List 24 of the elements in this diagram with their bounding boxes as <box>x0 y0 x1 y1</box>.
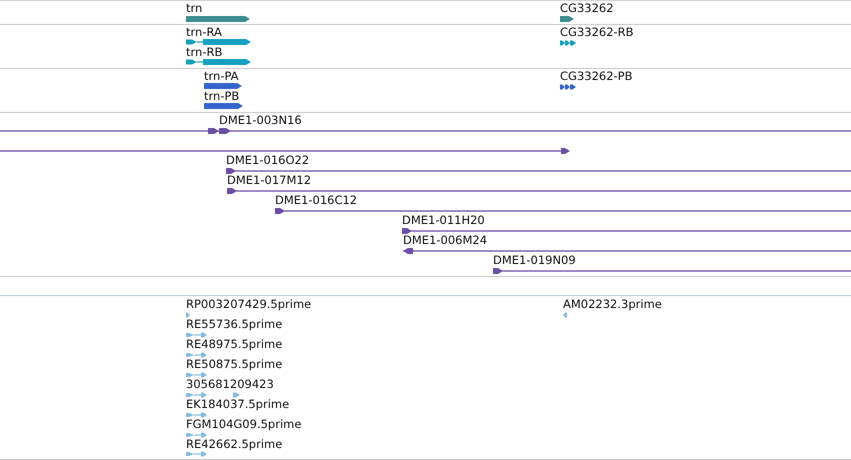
feature-label: DME1-019N09 <box>493 254 576 267</box>
feature-label: EK184037.5prime <box>186 398 290 411</box>
feature-label: DME1-006M24 <box>403 234 488 247</box>
feature-label: 305681209423 <box>186 378 274 391</box>
feature-label: CG33262 <box>560 2 614 15</box>
feature-label: FGM104G09.5prime <box>186 418 302 431</box>
feature-label: trn <box>186 2 202 15</box>
feature-label: CG33262-RB <box>560 26 634 39</box>
feature-label: trn-RA <box>186 26 222 39</box>
feature-label: AM02232.3prime <box>563 298 662 311</box>
feature-label: RP003207429.5prime <box>186 298 312 311</box>
feature-label: RE50875.5prime <box>186 358 282 371</box>
feature-label: DME1-016C12 <box>275 194 358 207</box>
feature-label: trn-RB <box>186 46 222 59</box>
feature-label: DME1-017M12 <box>227 174 312 187</box>
feature-label: RE42662.5prime <box>186 438 282 451</box>
feature-label: DME1-016O22 <box>226 154 310 167</box>
feature-label: DME1-003N16 <box>219 114 302 127</box>
feature-label: DME1-011H20 <box>402 214 485 227</box>
feature-label: CG33262-PB <box>560 70 632 83</box>
feature-label: trn-PA <box>204 70 239 83</box>
feature-label: RE55736.5prime <box>186 318 282 331</box>
feature-label: RE48975.5prime <box>186 338 282 351</box>
feature-label: trn-PB <box>204 90 240 103</box>
